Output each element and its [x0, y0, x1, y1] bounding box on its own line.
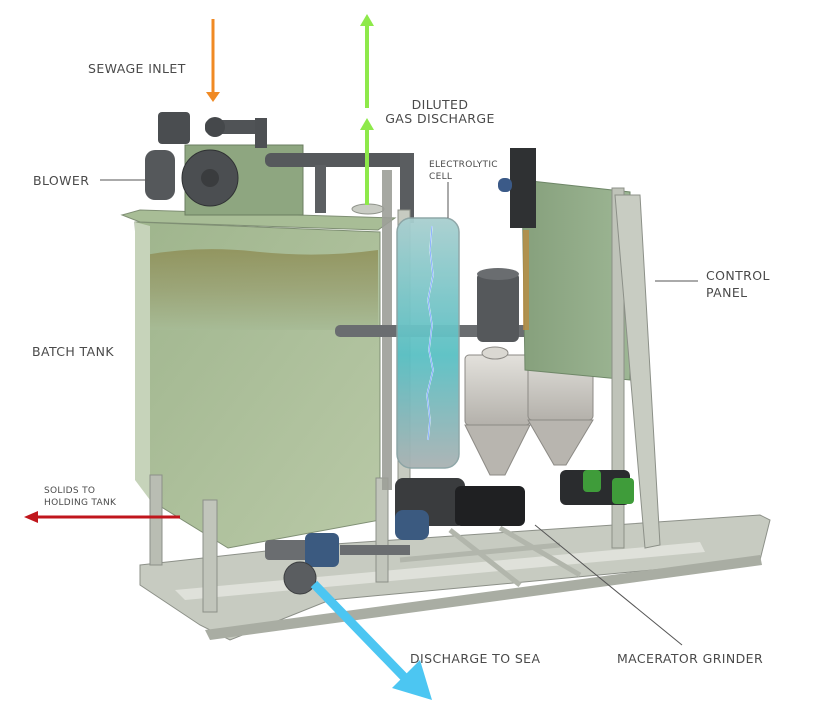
sewage-inlet-arrow — [206, 19, 220, 102]
label-batch-tank: BATCH TANK — [32, 344, 114, 359]
gas-discharge-arrow — [360, 14, 374, 205]
label-sewage-inlet: SEWAGE INLET — [88, 61, 186, 76]
discharge-sea-arrow — [310, 580, 432, 700]
label-macerator-grinder: MACERATOR GRINDER — [617, 651, 764, 666]
top-piping — [265, 153, 414, 223]
electrolytic-cell — [396, 217, 460, 469]
label-discharge-sea: DISCHARGE TO SEA — [410, 651, 541, 666]
label-diluted-gas-line1: DILUTED — [411, 97, 469, 112]
label-electrolytic-line2: CELL — [429, 172, 453, 182]
batch-tank — [120, 209, 397, 613]
discharge-valves — [265, 510, 429, 595]
label-diluted-gas-line2: GAS DISCHARGE — [385, 111, 495, 126]
label-electrolytic-cell: ELECTROLYTIC CELL — [429, 159, 498, 183]
leader-lines — [100, 179, 698, 646]
label-blower: BLOWER — [33, 173, 90, 188]
label-solids-holding: SOLIDS TO HOLDING TANK — [44, 485, 116, 509]
label-control-line2: PANEL — [706, 285, 748, 300]
label-control-panel: CONTROL PANEL — [706, 267, 770, 301]
label-electrolytic-line1: ELECTROLYTIC — [429, 160, 498, 170]
label-solids-line2: HOLDING TANK — [44, 498, 117, 508]
macerator-grinder — [395, 470, 634, 526]
label-diluted-gas: DILUTED GAS DISCHARGE — [378, 96, 502, 127]
label-solids-line1: SOLIDS TO — [44, 486, 96, 496]
control-panel — [498, 148, 661, 549]
label-control-line1: CONTROL — [706, 268, 770, 283]
solids-arrow — [24, 511, 180, 523]
